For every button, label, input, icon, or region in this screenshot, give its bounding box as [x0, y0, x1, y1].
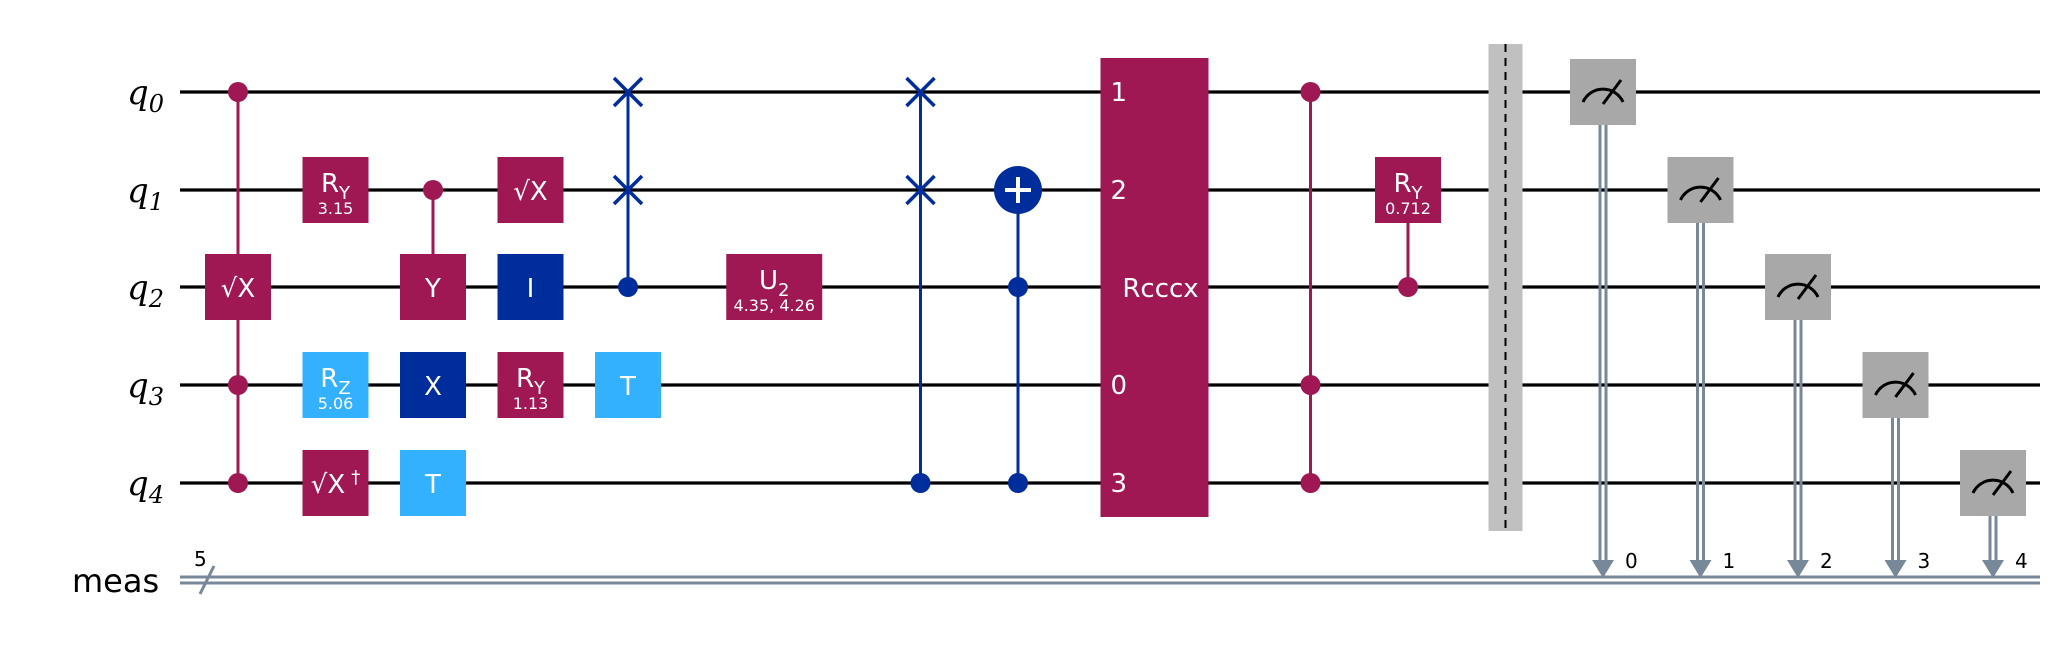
swap-cross [612, 174, 644, 206]
meter-needle [1601, 79, 1623, 105]
gate-label: U2 [759, 266, 789, 301]
gate-label: √X [513, 177, 547, 207]
gate-box [400, 254, 466, 320]
classical-bundle-slash [198, 565, 216, 595]
measure-box [1570, 59, 1636, 125]
qubit-label-0: q0 [127, 73, 164, 118]
gate-label: RY [1393, 169, 1423, 204]
measure-bit-label: 3 [1918, 549, 1931, 573]
qubit-label-3: q3 [127, 366, 164, 411]
measure-bit-label: 4 [2015, 549, 2028, 573]
gate-box [595, 352, 661, 418]
gate-label: T [619, 372, 636, 402]
gate-parameter: 0.712 [1385, 199, 1431, 218]
qubit-order-label: 1 [1111, 78, 1128, 108]
measure-arrow [1592, 560, 1614, 578]
meter-icon [1679, 185, 1722, 201]
meter-icon [1581, 87, 1625, 103]
swap-cross [905, 174, 936, 206]
qubit-order-label: 0 [1111, 371, 1128, 401]
control-dot [1008, 473, 1028, 493]
control-dot [1008, 277, 1028, 297]
control-dot [228, 473, 248, 493]
gate-box [302, 157, 369, 223]
gate-label: √X [221, 274, 255, 304]
meter-needle [1796, 274, 1818, 300]
measure-box [1765, 254, 1831, 320]
gate-label: RZ [320, 364, 350, 399]
classical-width-label: 5 [194, 547, 207, 571]
measure-box [1960, 450, 2026, 516]
gate-box [497, 157, 564, 223]
control-dot [423, 180, 443, 200]
gate-label: RY [516, 364, 546, 399]
meter-icon [1971, 478, 2015, 494]
gate-box [302, 450, 369, 516]
control-dot [910, 473, 931, 493]
gate-label: I [527, 274, 535, 304]
measure-arrow [1689, 560, 1712, 578]
measure-arrow [1982, 560, 2004, 578]
meter-icon [1874, 380, 1917, 396]
swap-cross [905, 76, 936, 108]
qubit-label-1: q1 [127, 171, 164, 216]
register-labels: q0 q1 q2 q3 q4 meas 5 [72, 73, 207, 600]
meter-icon [1776, 282, 1820, 298]
gate-box [205, 254, 271, 320]
meter-needle [1894, 372, 1915, 398]
multi-qubit-gate-box [1100, 58, 1209, 517]
gate-label: T [424, 470, 441, 500]
measure-arrow [1884, 560, 1907, 578]
gate-box [497, 254, 564, 320]
gate-box [400, 450, 466, 516]
control-dot [618, 277, 638, 297]
measure-box [1667, 157, 1734, 223]
meter-needle [1991, 470, 2013, 496]
control-dot [1300, 82, 1321, 102]
gate-label: Y [424, 274, 441, 304]
control-dot [228, 82, 248, 102]
meter-needle [1699, 177, 1720, 203]
measure-bit-label: 1 [1723, 549, 1736, 573]
gate-box [302, 352, 369, 418]
gate-box [400, 352, 466, 418]
gate-label: √X† [311, 467, 360, 500]
gate-label: Rcccx [1122, 274, 1198, 304]
qubit-order-label: 2 [1111, 176, 1128, 206]
control-dot [1300, 375, 1321, 395]
classical-register-label: meas [72, 562, 159, 600]
qubit-label-4: q4 [127, 464, 164, 509]
gate-box [726, 254, 823, 320]
gate-box [497, 352, 564, 418]
gate-parameter: 5.06 [318, 394, 354, 413]
measure-bit-label: 0 [1625, 549, 1638, 573]
control-dot [1300, 473, 1321, 493]
measure-box [1862, 352, 1929, 418]
measure-arrow [1787, 560, 1809, 578]
gate-label: RY [321, 169, 351, 204]
gate-parameter: 1.13 [513, 394, 549, 413]
swap-cross [612, 76, 644, 108]
measure-bit-label: 2 [1820, 549, 1833, 573]
qubit-label-2: q2 [127, 268, 164, 313]
control-dot [1398, 277, 1418, 297]
gate-parameter: 4.35, 4.26 [734, 296, 815, 315]
gate-label: X [424, 372, 442, 402]
gate-box [1375, 157, 1441, 223]
control-dot [228, 375, 248, 395]
qubit-order-label: 3 [1111, 469, 1128, 499]
gate-parameter: 3.15 [318, 199, 354, 218]
